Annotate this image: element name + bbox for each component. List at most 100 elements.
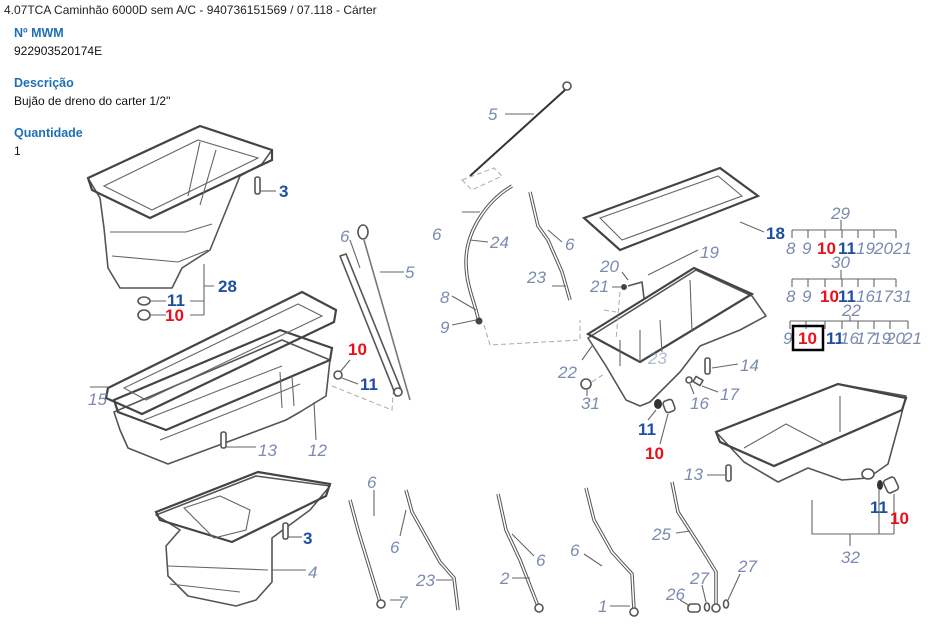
callout-24[interactable]: 24	[489, 233, 509, 252]
callout-10[interactable]: 10	[165, 306, 184, 325]
callout-11[interactable]: 11	[167, 291, 185, 310]
callout-7[interactable]: 7	[398, 593, 408, 612]
tube-24[interactable]	[451, 184, 581, 346]
callout-10[interactable]: 10	[890, 509, 909, 528]
oil-pan-12[interactable]	[112, 328, 334, 465]
drain-plug-center[interactable]	[647, 398, 676, 445]
callout-4[interactable]: 4	[308, 563, 317, 582]
kit-29-item[interactable]: 21	[892, 239, 912, 258]
callout-6[interactable]: 6	[390, 538, 400, 557]
callout-15[interactable]: 15	[88, 390, 107, 409]
callout-11[interactable]: 11	[870, 498, 888, 517]
callout-22[interactable]: 22	[557, 363, 577, 382]
callout-6[interactable]: 6	[367, 473, 377, 492]
kit-29-item[interactable]: 19	[856, 239, 875, 258]
kit-22-item[interactable]: 20	[885, 329, 905, 348]
kit-22-item[interactable]: 16	[840, 329, 859, 348]
callout-5[interactable]: 5	[405, 263, 415, 282]
callout-16[interactable]: 16	[690, 394, 709, 413]
callout-12[interactable]: 12	[308, 441, 327, 460]
callout-21[interactable]: 21	[589, 277, 609, 296]
callout-31[interactable]: 31	[581, 394, 600, 413]
tube-23-lower[interactable]	[399, 489, 460, 611]
dipstick-5-top[interactable]	[461, 81, 572, 191]
oil-pan-22[interactable]	[581, 266, 767, 407]
nut-31[interactable]	[580, 373, 605, 396]
kit-22-item-selected[interactable]: 10	[798, 329, 817, 348]
kit-30-item[interactable]: 11	[838, 287, 856, 306]
kit-22-item[interactable]: 17	[856, 329, 875, 348]
sensor-16-17[interactable]	[685, 375, 719, 395]
callout-6[interactable]: 6	[565, 235, 575, 254]
callout-8[interactable]: 8	[440, 288, 450, 307]
callout-3[interactable]: 3	[279, 182, 288, 201]
callout-26[interactable]: 26	[665, 585, 685, 604]
kit-29-item[interactable]: 20	[873, 239, 893, 258]
callout-5[interactable]: 5	[488, 105, 498, 124]
kit-29-item[interactable]: 10	[817, 239, 836, 258]
callout-25[interactable]: 25	[651, 525, 671, 544]
kit-30-item[interactable]: 17	[874, 287, 893, 306]
tube-23-center[interactable]	[528, 191, 572, 301]
kit-30-item[interactable]: 10	[820, 287, 839, 306]
callout-9[interactable]: 9	[440, 318, 450, 337]
tube-7[interactable]	[348, 490, 402, 609]
fasteners-26-27[interactable]	[679, 573, 741, 613]
kit-30-item[interactable]: 8	[786, 287, 796, 306]
callout-2[interactable]: 2	[499, 569, 510, 588]
gasket-18[interactable]	[581, 166, 765, 252]
oil-pan-4[interactable]	[154, 470, 332, 607]
callout-32[interactable]: 32	[841, 548, 860, 567]
callout-27[interactable]: 27	[737, 557, 757, 576]
kit-29-item[interactable]: 8	[786, 239, 796, 258]
callout-13[interactable]: 13	[258, 441, 277, 460]
callout-23: 23	[647, 349, 667, 368]
kit-30-item[interactable]: 16	[856, 287, 875, 306]
callout-23[interactable]: 23	[526, 268, 546, 287]
callout-10[interactable]: 10	[348, 340, 367, 359]
tube-2[interactable]	[496, 493, 544, 613]
tube-1[interactable]	[583, 487, 639, 617]
tube-25[interactable]	[670, 481, 721, 613]
callout-28[interactable]: 28	[218, 277, 237, 296]
kit-30-item[interactable]: 9	[802, 287, 812, 306]
kit-29-item[interactable]: 9	[802, 239, 812, 258]
callout-19[interactable]: 19	[700, 243, 719, 262]
kit-30-item[interactable]: 31	[893, 287, 912, 306]
kit-22-item[interactable]: 19	[872, 329, 891, 348]
callout-1[interactable]: 1	[598, 597, 607, 616]
callout-14[interactable]: 14	[740, 356, 759, 375]
dipstick-tube-center[interactable]	[339, 239, 403, 397]
fittings-19-20-21[interactable]	[603, 249, 699, 341]
oil-pan-32[interactable]	[714, 382, 908, 546]
callout-6[interactable]: 6	[570, 541, 580, 560]
drain-plug-parts-28[interactable]	[137, 264, 214, 321]
callout-10[interactable]: 10	[645, 444, 664, 463]
quantity-label: Quantidade	[14, 126, 83, 140]
callout-18[interactable]: 18	[766, 224, 785, 243]
bolt-3-upper[interactable]	[254, 176, 276, 195]
callout-6[interactable]: 6	[432, 225, 442, 244]
bolt-13-right[interactable]	[707, 464, 732, 482]
gasket-15[interactable]	[90, 290, 338, 416]
kit-22-item[interactable]: 9	[783, 329, 793, 348]
kit-22-item[interactable]: 11	[826, 329, 844, 348]
callout-6[interactable]: 6	[536, 551, 546, 570]
oil-pan-28[interactable]	[86, 124, 274, 289]
callout-20[interactable]: 20	[599, 257, 619, 276]
callout-13[interactable]: 13	[684, 465, 703, 484]
callout-6[interactable]: 6	[340, 227, 350, 246]
callout-11[interactable]: 11	[360, 375, 378, 394]
quantity-section: Quantidade 1	[14, 126, 83, 158]
bolt-3-lower[interactable]	[282, 522, 302, 540]
callout-3[interactable]: 3	[303, 529, 312, 548]
bolt-13-left[interactable]	[220, 431, 256, 449]
dipstick-5-center[interactable]	[357, 224, 411, 401]
kit-22-item[interactable]: 21	[902, 329, 922, 348]
callout-17[interactable]: 17	[720, 385, 739, 404]
callout-23[interactable]: 23	[415, 571, 435, 590]
bolt-14[interactable]	[704, 357, 739, 375]
callout-27[interactable]: 27	[689, 569, 709, 588]
kit-29-item[interactable]: 11	[838, 239, 856, 258]
callout-11[interactable]: 11	[638, 420, 656, 439]
